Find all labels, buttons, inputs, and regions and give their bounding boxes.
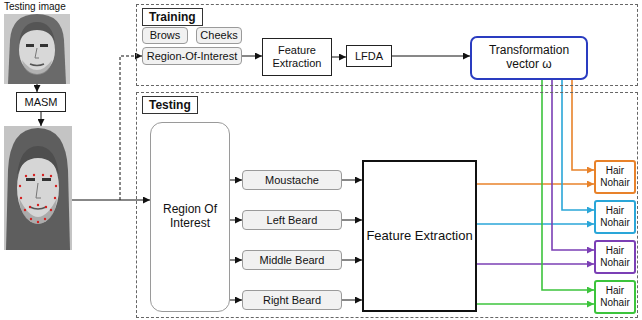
process-box: MASM [16, 92, 66, 112]
training-region: TrainingBrows CheeksRegion-Of-Interest Fea… [136, 4, 638, 86]
flow-connector [477, 303, 594, 305]
testing-face-photo [4, 14, 70, 84]
flow-connector [230, 220, 242, 221]
landmark-points [19, 174, 57, 223]
box-label: Nohair [600, 257, 629, 269]
process-box: Feature Extraction [262, 38, 332, 76]
flow-connector [542, 80, 594, 290]
process-box: Feature Extraction [362, 160, 477, 312]
class-box: HairNohair [594, 280, 636, 314]
flow-connector [477, 223, 594, 225]
flow-connector [562, 80, 594, 210]
roi-tag-box: Brows [142, 27, 188, 44]
flow-connector [342, 180, 362, 181]
flow-connector [242, 56, 262, 57]
box-label: Region Of Interest [151, 203, 229, 231]
roi-part-box: Left Beard [242, 210, 342, 230]
box-label: Feature Extraction [366, 229, 472, 244]
dashed-flow-arrow [120, 56, 142, 200]
flow-connector [477, 263, 594, 265]
roi-part-box: Right Beard [242, 290, 342, 310]
box-label: LFDA [355, 50, 383, 63]
testing-region: TestingRegion Of Interest MoustacheLeft B… [136, 92, 638, 318]
process-box: Region-Of-Interest [142, 47, 242, 65]
class-box: HairNohair [594, 200, 636, 234]
region-heading: Training [142, 8, 203, 26]
box-label: Hair [606, 205, 624, 217]
image-caption: Testing image [4, 1, 66, 12]
roi-tag-box: Cheeks [196, 27, 242, 44]
class-box: HairNohair [594, 160, 636, 194]
flow-connector [342, 300, 362, 301]
box-label: Middle Beard [260, 254, 325, 267]
flow-connector [392, 56, 470, 57]
flow-connector [230, 260, 242, 261]
class-box: HairNohair [594, 240, 636, 274]
roi-part-box: Moustache [242, 170, 342, 190]
process-box: Region Of Interest [150, 122, 230, 312]
flow-connector [552, 80, 594, 250]
flow-connector [572, 80, 594, 170]
box-label: Hair [606, 285, 624, 297]
box-label: Feature Extraction [263, 44, 331, 69]
flow-connector [230, 180, 242, 181]
region-heading: Testing [142, 96, 198, 114]
flow-connector [342, 220, 362, 221]
flow-arrow [41, 112, 42, 126]
roi-part-box: Middle Beard [242, 250, 342, 270]
flow-connector [342, 260, 362, 261]
box-label: Cheeks [200, 29, 237, 42]
flow-arrow [37, 84, 38, 92]
box-label: Nohair [600, 177, 629, 189]
box-label: Right Beard [263, 294, 321, 307]
box-label: Moustache [265, 174, 319, 187]
box-label: MASM [25, 96, 58, 109]
landmarked-face-photo [4, 126, 72, 250]
box-label: Hair [606, 165, 624, 177]
box-label: Hair [606, 245, 624, 257]
flow-connector [230, 300, 242, 301]
box-label: Region-Of-Interest [147, 50, 237, 63]
flow-connector [477, 183, 594, 185]
flow-arrow [72, 200, 150, 201]
box-label: Brows [150, 29, 181, 42]
box-label: Nohair [600, 297, 629, 309]
box-label: Transformation vector ω [472, 44, 586, 72]
box-label: Nohair [600, 217, 629, 229]
flow-connector [332, 57, 346, 58]
process-box: LFDA [346, 45, 392, 67]
box-label: Left Beard [267, 214, 318, 227]
output-box: Transformation vector ω [470, 36, 588, 80]
